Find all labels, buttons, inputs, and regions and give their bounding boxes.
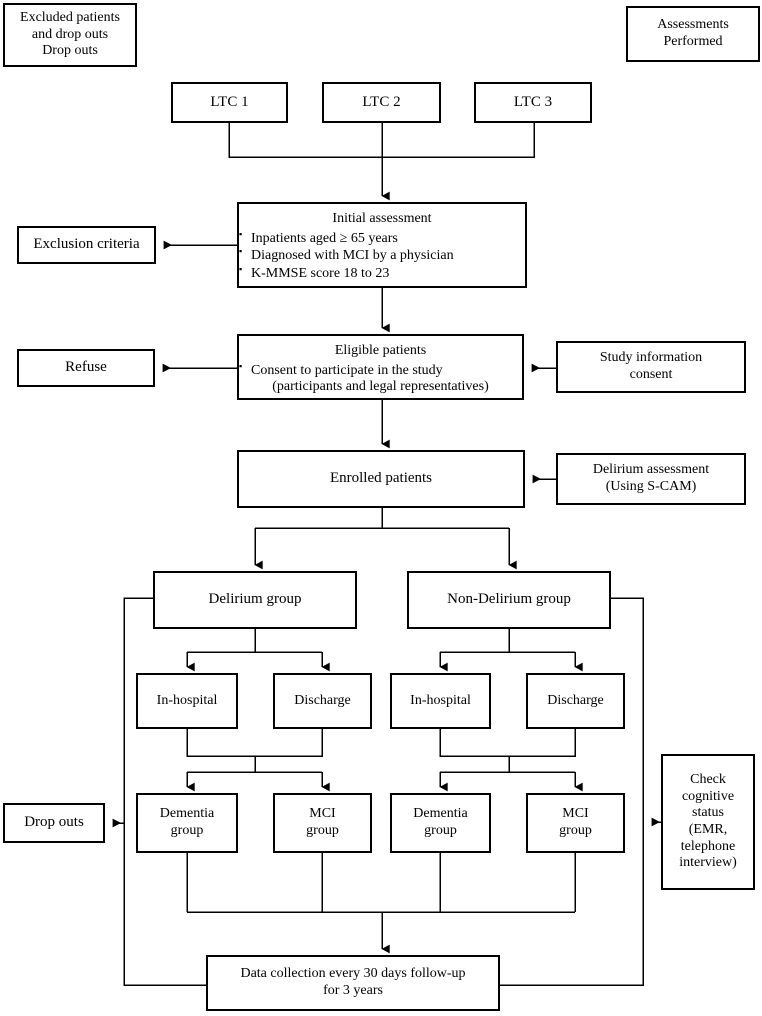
legend-assessments-line1: Assessments: [657, 17, 729, 33]
bullet-item: Inpatients aged ≥ 65 years: [239, 229, 525, 248]
node-refuse-label: Refuse: [65, 359, 107, 376]
node-delirium-assessment: Delirium assessment (Using S-CAM): [556, 453, 746, 505]
bullet-item: Consent to participate in the study: [239, 361, 522, 380]
node-eligible-patients-subnote: (participants and legal representatives): [272, 379, 489, 395]
edge-left-feedback-rail: [123, 597, 206, 986]
node-eligible-patients-title: Eligible patients: [334, 343, 427, 358]
node-dementia-group-non-delirium-line1: Dementia: [413, 806, 468, 822]
legend-excluded-line1: Excluded patients: [20, 10, 120, 25]
node-delirium-group-label: Delirium group: [208, 591, 302, 608]
node-ltc-3-label: LTC 3: [513, 93, 553, 110]
edge-ltc-bus: [228, 123, 535, 158]
node-check-cognitive-status-line1: Check: [690, 772, 726, 788]
node-mci-group-non-delirium-line1: MCI: [562, 806, 589, 822]
node-dementia-group-delirium: Dementia group: [136, 793, 238, 853]
node-ltc-3: LTC 3: [474, 82, 592, 123]
edge-right-feedback-rail: [500, 597, 644, 986]
node-check-cognitive-status-line3: status: [692, 805, 724, 821]
node-data-collection: Data collection every 30 days follow-up …: [206, 955, 500, 1011]
node-mci-group-non-delirium-line2: group: [559, 823, 592, 838]
node-eligible-patients-bullets: Consent to participate in the study: [239, 361, 522, 380]
node-dementia-group-non-delirium-line2: group: [424, 823, 457, 838]
legend-excluded-line3: Drop outs: [42, 43, 98, 59]
node-drop-outs-label: Drop outs: [24, 814, 84, 831]
edge-right-pair-merge: [439, 729, 576, 757]
node-non-delirium-group-label: Non-Delirium group: [447, 591, 571, 608]
node-discharge-non-delirium-label: Discharge: [547, 692, 604, 708]
node-discharge-non-delirium: Discharge: [526, 673, 625, 729]
node-initial-assessment-bullets: Inpatients aged ≥ 65 years Diagnosed wit…: [239, 229, 525, 283]
node-check-cognitive-status-line4: (EMR,: [688, 822, 728, 837]
node-discharge-delirium: Discharge: [273, 673, 372, 729]
node-exclusion-criteria: Exclusion criteria: [17, 226, 156, 264]
node-study-information-consent: Study information consent: [556, 341, 746, 393]
node-check-cognitive-status-line5: telephone: [680, 838, 736, 854]
node-ltc-2: LTC 2: [322, 82, 441, 123]
node-discharge-delirium-label: Discharge: [294, 692, 351, 708]
node-delirium-group: Delirium group: [153, 571, 357, 629]
node-study-information-consent-line1: Study information: [599, 350, 703, 366]
node-exclusion-criteria-label: Exclusion criteria: [33, 236, 140, 253]
node-mci-group-delirium: MCI group: [273, 793, 372, 853]
node-non-delirium-group: Non-Delirium group: [407, 571, 611, 629]
node-dementia-group-delirium-line2: group: [170, 823, 204, 838]
node-enrolled-patients-label: Enrolled patients: [329, 470, 433, 487]
node-drop-outs: Drop outs: [3, 803, 105, 843]
node-initial-assessment-title: Initial assessment: [332, 211, 432, 226]
edge-left-pair-merge: [186, 729, 323, 757]
node-ltc-1: LTC 1: [171, 82, 288, 123]
node-in-hospital-delirium: In-hospital: [136, 673, 238, 729]
node-data-collection-line1: Data collection every 30 days follow-up: [240, 966, 466, 982]
legend-assessments-performed: Assessments Performed: [626, 6, 760, 62]
node-in-hospital-non-delirium: In-hospital: [390, 673, 491, 729]
node-mci-group-delirium-line2: group: [306, 823, 339, 838]
legend-excluded-patients: Excluded patients and drop outs Drop out…: [3, 3, 137, 67]
node-delirium-assessment-line2: (Using S-CAM): [605, 479, 697, 494]
legend-assessments-line2: Performed: [663, 34, 723, 49]
node-dementia-group-delirium-line1: Dementia: [159, 806, 215, 822]
node-check-cognitive-status-line2: cognitive: [681, 788, 735, 804]
node-check-cognitive-status-line6: interview): [679, 855, 737, 871]
node-eligible-patients: Eligible patients Consent to participate…: [237, 334, 524, 400]
bullet-item: Diagnosed with MCI by a physician: [239, 246, 525, 265]
legend-excluded-line2: and drop outs: [31, 26, 109, 42]
node-refuse: Refuse: [17, 349, 155, 387]
node-dementia-group-non-delirium: Dementia group: [390, 793, 491, 853]
node-check-cognitive-status: Check cognitive status (EMR, telephone i…: [661, 754, 755, 890]
node-in-hospital-non-delirium-label: In-hospital: [410, 692, 471, 708]
node-mci-group-non-delirium: MCI group: [526, 793, 625, 853]
node-initial-assessment: Initial assessment Inpatients aged ≥ 65 …: [237, 202, 527, 288]
node-data-collection-line2: for 3 years: [323, 983, 383, 998]
bullet-item: K-MMSE score 18 to 23: [239, 264, 525, 283]
node-enrolled-patients: Enrolled patients: [237, 450, 525, 508]
node-study-information-consent-line2: consent: [629, 367, 673, 382]
node-ltc-2-label: LTC 2: [362, 93, 401, 110]
node-ltc-1-label: LTC 1: [210, 93, 249, 110]
node-in-hospital-delirium-label: In-hospital: [156, 692, 218, 708]
node-delirium-assessment-line1: Delirium assessment: [592, 462, 710, 478]
node-mci-group-delirium-line1: MCI: [309, 806, 336, 822]
